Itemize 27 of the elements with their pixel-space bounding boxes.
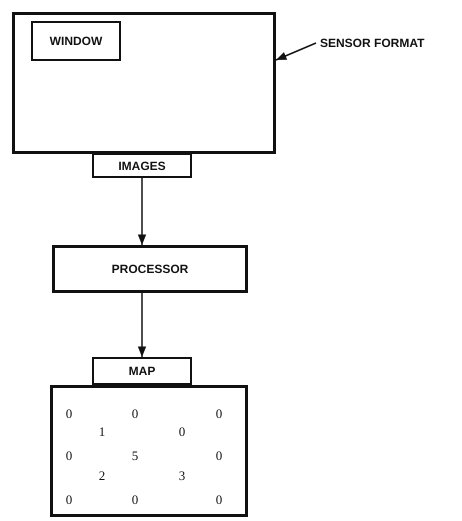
arrow: [138, 178, 146, 245]
box-label: IMAGES: [118, 158, 166, 172]
callout-text: SENSOR FORMAT: [320, 34, 460, 52]
images-tab: [92, 153, 192, 178]
grid-value: 0: [214, 406, 224, 422]
grid-value: 0: [64, 448, 74, 464]
grid-value: 3: [178, 468, 186, 484]
grid-value: 0: [64, 406, 74, 422]
leader-line: [276, 42, 316, 61]
process-box: [52, 245, 248, 293]
box-label: PROCESSOR: [112, 262, 188, 276]
grid-value: 0: [130, 406, 140, 422]
grid-value: 0: [64, 492, 74, 508]
grid-value: 2: [98, 468, 106, 484]
grid-value: 0: [214, 492, 224, 508]
map-tab: [92, 357, 192, 385]
grid-value: 5: [130, 448, 140, 464]
sensor-frame: [12, 12, 276, 154]
arrow: [138, 293, 146, 357]
grid-value: 1: [98, 424, 106, 440]
grid-value: 0: [130, 492, 140, 508]
map-grid-box: [50, 385, 248, 517]
grid-value: 0: [214, 448, 224, 464]
grid-value: 0: [178, 424, 186, 440]
box-label: WINDOW: [50, 34, 102, 48]
window-box: [31, 21, 121, 61]
box-label: MAP: [128, 364, 156, 378]
